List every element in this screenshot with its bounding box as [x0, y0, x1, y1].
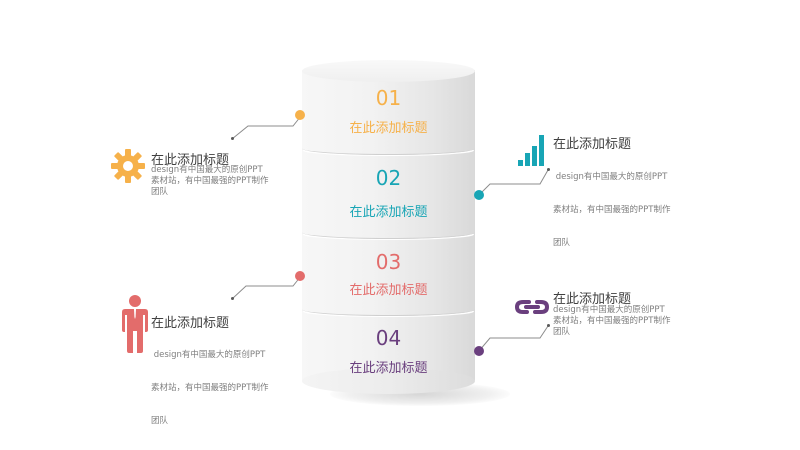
item-title-02: 在此添加标题 — [553, 137, 632, 152]
connector-dot-04 — [474, 346, 484, 356]
item-title-01: 在此添加标题 — [151, 153, 230, 168]
segment-title-02: 在此添加标题 — [349, 205, 428, 220]
cylinder-body — [302, 70, 475, 380]
segment-title-03: 在此添加标题 — [349, 283, 428, 298]
person-icon — [122, 295, 148, 353]
segment-number-03: 03 — [375, 250, 402, 274]
cylinder-top — [302, 60, 475, 82]
item-description-01: design有中国最大的原创PPT 素材站，有中国最强的PPT制作 团队 — [151, 165, 321, 198]
desc-line: 团队 — [151, 416, 169, 426]
segment-divider — [302, 226, 475, 239]
desc-line: 团队 — [553, 327, 571, 337]
connector-end-02 — [547, 168, 550, 171]
item-description-04: design有中国最大的原创PPT 素材站，有中国最强的PPT制作 团队 — [553, 305, 723, 338]
connector-end-04 — [547, 324, 550, 327]
segment-number-01: 01 — [375, 86, 402, 110]
desc-line: 素材站，有中国最强的PPT制作 — [553, 205, 671, 215]
segment-number-02: 02 — [375, 166, 402, 190]
cylinder-bottom — [302, 368, 475, 394]
desc-line: design有中国最大的原创PPT — [151, 350, 266, 360]
desc-line: 团队 — [553, 238, 571, 248]
connector-end-01 — [231, 137, 234, 140]
segment-title-01: 在此添加标题 — [349, 121, 428, 136]
segment-divider — [302, 142, 475, 155]
item-description-02: design有中国最大的原创PPT 素材站，有中国最强的PPT制作 团队 — [553, 150, 723, 260]
connector-dot-02 — [474, 190, 484, 200]
desc-line: 素材站，有中国最强的PPT制作 — [151, 176, 269, 186]
segment-divider — [302, 303, 475, 316]
link-icon — [514, 299, 550, 315]
connector-end-03 — [231, 297, 234, 300]
desc-line: 团队 — [151, 187, 169, 197]
item-description-03: design有中国最大的原创PPT 素材站，有中国最强的PPT制作 团队 — [151, 328, 321, 438]
connector-dot-01 — [295, 110, 305, 120]
desc-line: 素材站，有中国最强的PPT制作 — [553, 316, 671, 326]
desc-line: design有中国最大的原创PPT — [151, 165, 263, 175]
segment-title-04: 在此添加标题 — [349, 361, 428, 376]
desc-line: design有中国最大的原创PPT — [553, 305, 665, 315]
connector-dot-03 — [295, 271, 305, 281]
desc-line: design有中国最大的原创PPT — [553, 172, 668, 182]
gear-icon — [110, 148, 146, 184]
bar-chart-icon — [518, 135, 548, 167]
segment-number-04: 04 — [375, 326, 402, 350]
item-title-04: 在此添加标题 — [553, 292, 632, 307]
item-title-03: 在此添加标题 — [151, 316, 230, 331]
desc-line: 素材站，有中国最强的PPT制作 — [151, 383, 269, 393]
